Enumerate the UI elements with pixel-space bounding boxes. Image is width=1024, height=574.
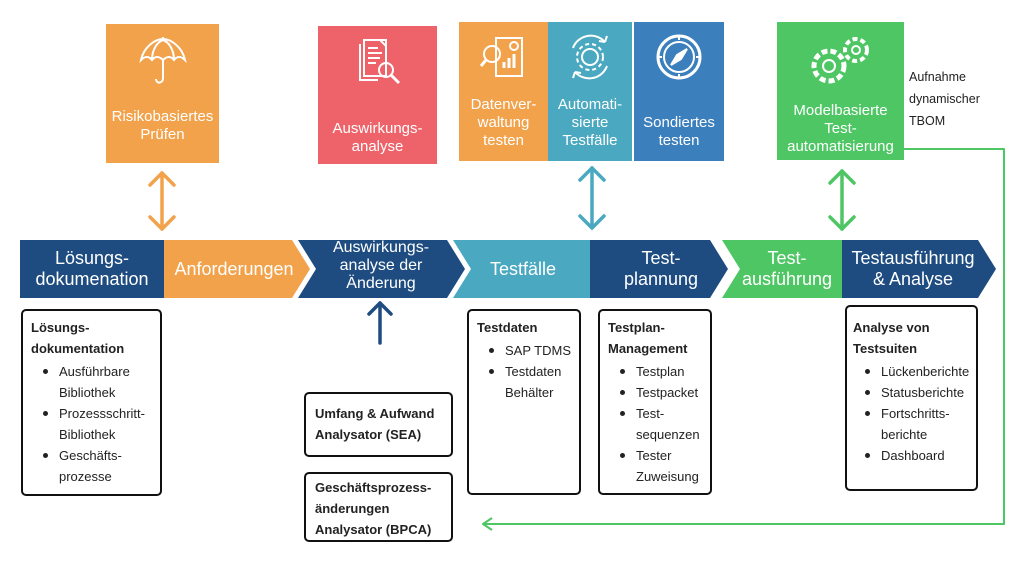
up-arrow-navy <box>367 301 393 345</box>
list-item: Test- sequenzen <box>620 403 702 445</box>
data-analysis-icon <box>480 37 523 77</box>
card-analyse-testsuiten: Analyse von Testsuiten Lückenberichte St… <box>845 305 978 491</box>
process-bar <box>20 240 996 298</box>
list-item: Testdaten Behälter <box>489 361 571 403</box>
box-label: Sondiertes testen <box>643 114 715 149</box>
list-item: Testplan <box>620 361 702 382</box>
double-arrow-teal <box>578 166 606 230</box>
box-label: Datenver- waltung testen <box>470 96 537 149</box>
gear-cycle-icon <box>572 34 608 80</box>
list-item: Prozessschritt- Bibliothek <box>43 403 152 445</box>
list-item: SAP TDMS <box>489 340 571 361</box>
card-umfang-aufwand: Umfang & Aufwand Analysator (SEA) <box>304 392 453 457</box>
stage-shape-auswirkungsanalyse <box>298 240 465 298</box>
stage-shape-analyse <box>842 240 996 298</box>
card-title: Analyse von Testsuiten <box>853 320 930 356</box>
list-item: Statusberichte <box>865 382 970 403</box>
box-label: Modelbasierte Test- automatisierung <box>787 102 894 155</box>
list-item: Geschäfts- prozesse <box>43 445 152 487</box>
feedback-loop-arrow <box>482 148 1005 531</box>
box-label: Automati- sierte Testfälle <box>557 96 623 149</box>
card-testplan-management: Testplan- Management Testplan Testpacket… <box>598 309 712 495</box>
stage-shape-anforderungen <box>164 240 310 298</box>
side-note-tbom: Aufnahme dynamischer TBOM <box>909 70 980 128</box>
card-title: Lösungs- dokumentation <box>31 320 125 356</box>
list-item: Fortschritts- berichte <box>865 403 970 445</box>
box-modelbasierte-testautomatisierung: Modelbasierte Test- automatisierung <box>777 22 904 160</box>
list-item: Lückenberichte <box>865 361 970 382</box>
box-risikobasiertes-pruefen: Risikobasiertes Prüfen <box>106 24 219 163</box>
list-item: Dashboard <box>865 445 970 466</box>
stage-shape-testausfuehrung <box>722 240 842 298</box>
box-sondiertes-testen: Sondiertes testen <box>634 22 724 161</box>
stage-shape-testfaelle <box>453 240 590 298</box>
card-geschaeftsprozessaenderungen: Geschäftsprozess- änderungen Analysator … <box>304 472 453 542</box>
card-title: Testplan- Management <box>608 320 688 356</box>
gears-icon <box>811 37 869 84</box>
card-title: Umfang & Aufwand Analysator (SEA) <box>315 406 435 442</box>
box-automatisierte-testfaelle: Automati- sierte Testfälle <box>548 22 632 161</box>
card-loesungsdokumentation: Lösungs- dokumentation Ausführbare Bibli… <box>21 309 162 496</box>
list-item: Testpacket <box>620 382 702 403</box>
stage-testplannung: Test- plannung <box>623 248 699 289</box>
list-item: Ausführbare Bibliothek <box>43 361 152 403</box>
stage-shape-loesungsdokumentation <box>20 240 164 298</box>
document-search-icon <box>359 39 401 85</box>
stage-testfaelle: Testfälle <box>489 259 557 279</box>
list-item: Tester Zuweisung <box>620 445 702 487</box>
card-testdaten: Testdaten SAP TDMS Testdaten Behälter <box>467 309 581 495</box>
card-title: Testdaten <box>477 320 538 335</box>
stage-auswirkungsanalyse: Auswirkungs- analyse der Änderung <box>332 239 430 292</box>
double-arrow-orange <box>148 171 176 231</box>
umbrella-icon <box>139 37 187 84</box>
box-label: Risikobasiertes Prüfen <box>111 108 214 143</box>
box-datenverwaltung-testen: Datenver- waltung testen <box>459 22 548 161</box>
double-arrow-green <box>828 169 856 231</box>
box-label: Auswirkungs- analyse <box>332 120 423 155</box>
box-auswirkungsanalyse: Auswirkungs- analyse <box>318 26 437 164</box>
stage-anforderungen: Anforderungen <box>174 259 294 279</box>
stage-testausfuehrung: Test- ausführung <box>741 248 833 289</box>
stage-loesungsdokumentation: Lösungs- dokumenation <box>35 248 149 289</box>
card-title: Geschäftsprozess- änderungen Analysator … <box>315 480 432 537</box>
stage-testausfuehrung-analyse: Testausführung & Analyse <box>851 248 975 289</box>
stage-shape-testplannung <box>590 240 728 298</box>
compass-icon <box>656 34 702 80</box>
